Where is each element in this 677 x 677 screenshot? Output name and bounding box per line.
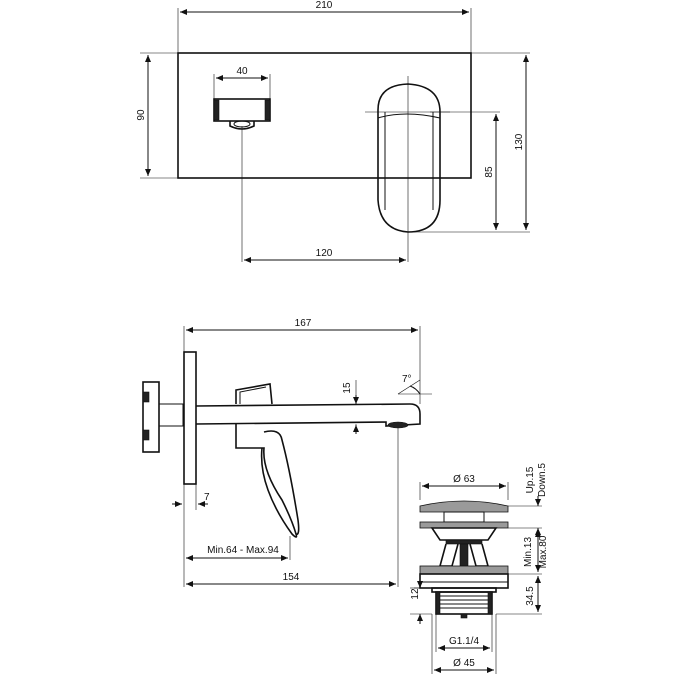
dim-wall-depth: Min.64 - Max.94 [207, 545, 279, 556]
dim-angle: 7° [402, 374, 412, 385]
dim-12: 12 [410, 588, 421, 600]
dim-15: 15 [342, 382, 353, 394]
drain-view: Ø 63 Up.15 Down.5 M [410, 463, 549, 674]
side-view: 167 15 7° 7 Min.64 - Max.94 154 [142, 318, 432, 587]
dim-min: Min.13 [523, 537, 534, 567]
drain-cap [419, 500, 509, 513]
dim-34-5: 34.5 [525, 586, 536, 606]
dim-7: 7 [204, 492, 210, 503]
lever-top [377, 83, 441, 233]
dim-63: Ø 63 [453, 474, 475, 485]
lever-side [235, 424, 298, 538]
dim-up: Up.15 [525, 466, 536, 493]
side-wall-plate [183, 351, 197, 485]
dim-210: 210 [316, 0, 333, 11]
dim-167: 167 [295, 318, 312, 329]
dim-max: Max.80 [538, 535, 549, 568]
dim-85: 85 [484, 166, 495, 178]
dim-40: 40 [236, 66, 248, 77]
dim-45: Ø 45 [453, 658, 475, 669]
dim-130: 130 [514, 133, 525, 150]
dim-down: Down.5 [537, 463, 548, 497]
inlet-box [213, 98, 271, 122]
spout-body [195, 403, 421, 427]
dim-thread: G1.1/4 [449, 636, 479, 647]
dim-120: 120 [316, 248, 333, 259]
wall-plate [177, 52, 472, 179]
top-view: 210 90 130 85 40 120 [136, 0, 530, 263]
dim-154: 154 [283, 572, 300, 583]
dim-90: 90 [136, 109, 147, 121]
